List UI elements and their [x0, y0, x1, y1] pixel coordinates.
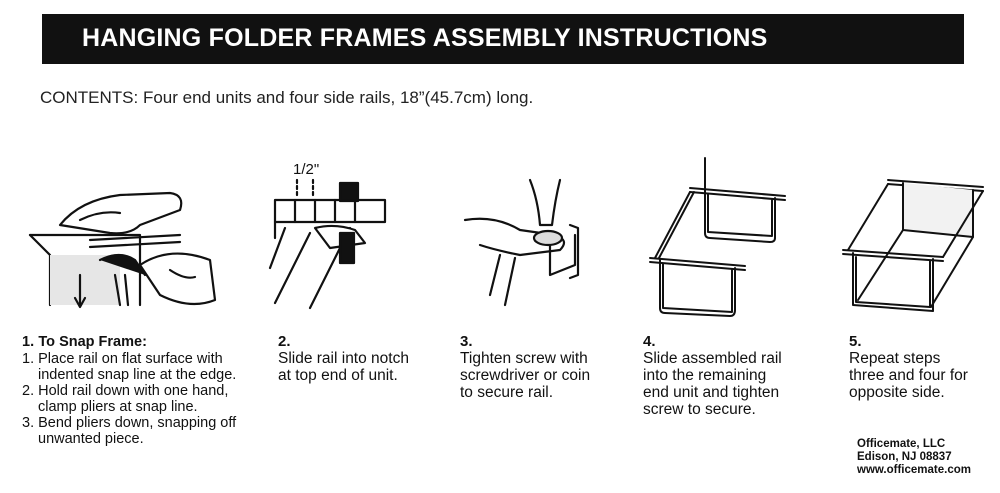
contents-text: CONTENTS: Four end units and four side r…	[40, 88, 534, 107]
step-2-text: Slide rail into notch at top end of unit…	[278, 350, 409, 384]
page-title: HANGING FOLDER FRAMES ASSEMBLY INSTRUCTI…	[82, 24, 768, 52]
completed-frame-illustration	[842, 179, 984, 312]
company-info: Officemate, LLC Edison, NJ 08837 www.off…	[857, 438, 971, 477]
step-1-heading: 1. To Snap Frame:	[22, 333, 147, 350]
step-3-text: Tighten screw with screwdriver or coin t…	[460, 350, 591, 401]
notch-illustration: 1/2"	[268, 161, 387, 310]
step-1-item-2: 2. Hold rail down with one hand, clamp p…	[22, 383, 229, 415]
step-1-item-1: 1. Place rail on flat surface with inden…	[22, 351, 237, 383]
step-4: 4. Slide assembled rail into the remaini…	[643, 333, 793, 418]
step-4-number: 4.	[643, 333, 656, 350]
company-address: Edison, NJ 08837	[857, 451, 952, 463]
step-3-number: 3.	[460, 333, 473, 350]
step-1-title: To Snap Frame:	[38, 334, 147, 350]
step-1: 1. To Snap Frame: 1. Place rail on flat …	[22, 333, 242, 447]
step-2-number: 2.	[278, 333, 291, 350]
title-bar: HANGING FOLDER FRAMES ASSEMBLY INSTRUCTI…	[42, 14, 964, 64]
step-5-text: Repeat steps three and four for opposite…	[849, 350, 968, 401]
step-1-number: 1.	[22, 334, 35, 350]
step-1-item-3: 3. Bend pliers down, snapping off unwant…	[22, 415, 237, 447]
company-url[interactable]: www.officemate.com	[857, 464, 971, 476]
step-5: 5. Repeat steps three and four for oppos…	[849, 333, 979, 401]
measure-label: 1/2"	[293, 161, 319, 178]
step-4-text: Slide assembled rail into the remaining …	[643, 350, 782, 418]
snap-frame-illustration	[28, 191, 217, 309]
company-name: Officemate, LLC	[857, 438, 946, 450]
step-3: 3. Tighten screw with screwdriver or coi…	[460, 333, 600, 401]
tighten-screw-illustration	[463, 178, 580, 307]
step-5-number: 5.	[849, 333, 862, 350]
assembled-rail-illustration	[649, 157, 786, 317]
step-2: 2. Slide rail into notch at top end of u…	[278, 333, 418, 384]
